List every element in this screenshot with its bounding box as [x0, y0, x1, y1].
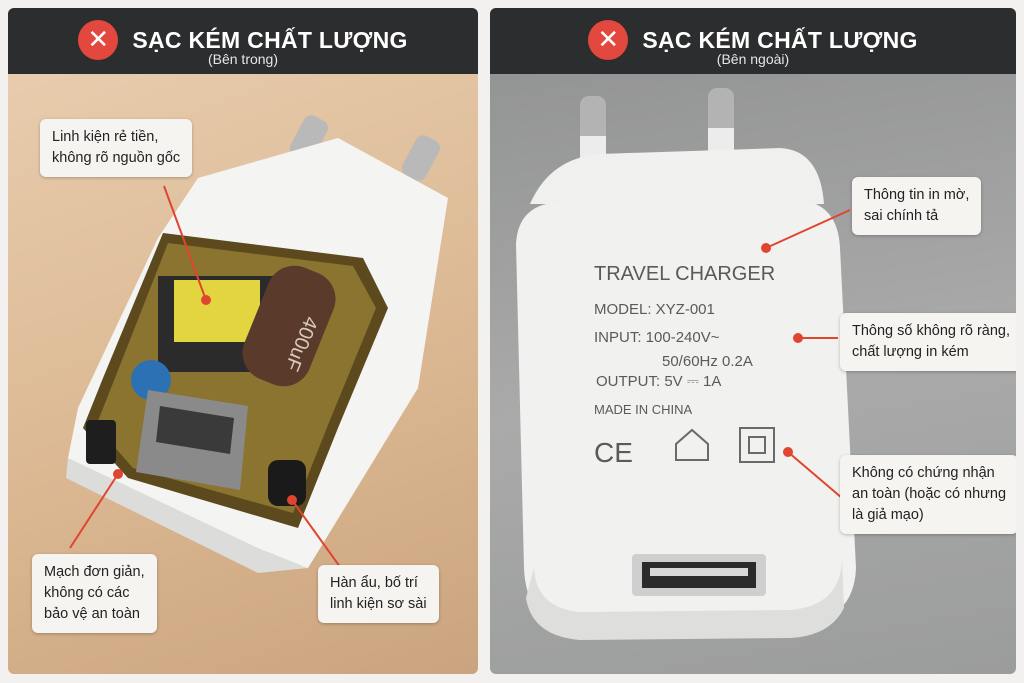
left-title: SẠC KÉM CHẤT LƯỢNG: [132, 26, 408, 53]
callout-line: chất lượng in kém: [852, 344, 969, 360]
x-mark-icon: ✕: [78, 20, 119, 60]
callout-line: Thông tin in mờ,: [864, 187, 970, 203]
label-model: MODEL: XYZ-001: [594, 301, 715, 318]
callout-line: là giả mạo): [852, 507, 924, 523]
label-input-freq: 50/60Hz 0.2A: [662, 353, 753, 370]
callout-line: Linh kiện rẻ tiền,: [52, 129, 159, 145]
right-header: ✕ SẠC KÉM CHẤT LƯỢNG (Bên ngoài): [490, 8, 1016, 74]
callout-line: bảo vệ an toàn: [44, 606, 140, 622]
callout-line: an toàn (hoặc có nhưng: [852, 486, 1007, 502]
left-subtitle: (Bên trong): [207, 51, 279, 67]
callout-line: không có các: [44, 585, 130, 601]
label-made-in: MADE IN CHINA: [594, 402, 693, 417]
callout-circuit: Mạch đơn giản, không có các bảo vệ an to…: [32, 554, 157, 633]
outside-panel: TRAVEL CHARGER MODEL: XYZ-001 INPUT: 100…: [490, 8, 1016, 674]
inside-panel: 400uF ✕ SẠC KÉM CHẤT LƯỢNG (Bên trong) L…: [8, 8, 478, 674]
outside-charger-photo: TRAVEL CHARGER MODEL: XYZ-001 INPUT: 100…: [516, 88, 856, 640]
callout-line: Không có chứng nhận: [852, 465, 995, 481]
callout-soldering: Hàn ẩu, bố trí linh kiện sơ sài: [318, 565, 439, 623]
label-heading: TRAVEL CHARGER: [594, 263, 775, 285]
callout-line: Hàn ẩu, bố trí: [330, 575, 418, 591]
right-title: SẠC KÉM CHẤT LƯỢNG: [642, 26, 918, 53]
label-output: OUTPUT: 5V ⎓ 1A: [596, 373, 721, 390]
callout-line: linh kiện sơ sài: [330, 596, 427, 612]
x-mark-icon: ✕: [588, 20, 629, 60]
callout-certification: Không có chứng nhận an toàn (hoặc có như…: [840, 455, 1016, 534]
house-icon: [675, 428, 709, 461]
callout-line: sai chính tả: [864, 208, 939, 224]
callout-line: Thông số không rõ ràng,: [852, 323, 1010, 339]
label-input: INPUT: 100-240V~: [594, 329, 720, 346]
callout-print: Thông tin in mờ, sai chính tả: [852, 177, 982, 235]
callout-line: không rõ nguồn gốc: [52, 150, 181, 166]
right-subtitle: (Bên ngoài): [716, 51, 790, 67]
double-insulation-icon: [739, 427, 775, 463]
callout-line: Mạch đơn giản,: [44, 564, 145, 580]
callout-specs: Thông số không rõ ràng, chất lượng in ké…: [840, 313, 1016, 371]
ce-mark: CE: [594, 437, 633, 468]
callout-components: Linh kiện rẻ tiền, không rõ nguồn gốc: [40, 119, 193, 177]
left-header: ✕ SẠC KÉM CHẤT LƯỢNG (Bên trong): [8, 8, 478, 74]
